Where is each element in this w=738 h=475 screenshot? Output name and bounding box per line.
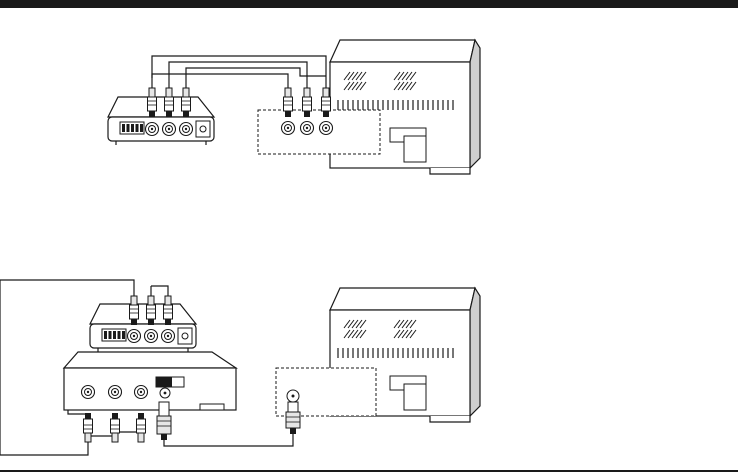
- converter-box-2: [90, 304, 196, 352]
- rca-cables-1: [152, 56, 326, 100]
- diagram-1: [108, 40, 480, 174]
- bottom-rule: [0, 470, 738, 472]
- vcr: [64, 352, 236, 410]
- vcr-jack-video: [82, 386, 95, 399]
- tv-input-panel-1: [258, 110, 380, 154]
- converter-box-1: [108, 97, 214, 145]
- plug-video-vcr: [84, 413, 93, 442]
- tv-jack-video-1: [282, 122, 295, 135]
- plug-audio-left-vcr: [111, 413, 120, 442]
- tv-jack-audio-left-1: [301, 122, 314, 135]
- diagram-2: [0, 280, 480, 455]
- vcr-jack-audio-left: [109, 386, 122, 399]
- rf-plug-tv: [286, 402, 300, 434]
- tv-jack-audio-right-1: [320, 122, 333, 135]
- plug-audio-right-vcr: [137, 413, 146, 442]
- rf-plug-vcr: [157, 402, 171, 440]
- vcr-jack-audio-right: [135, 386, 148, 399]
